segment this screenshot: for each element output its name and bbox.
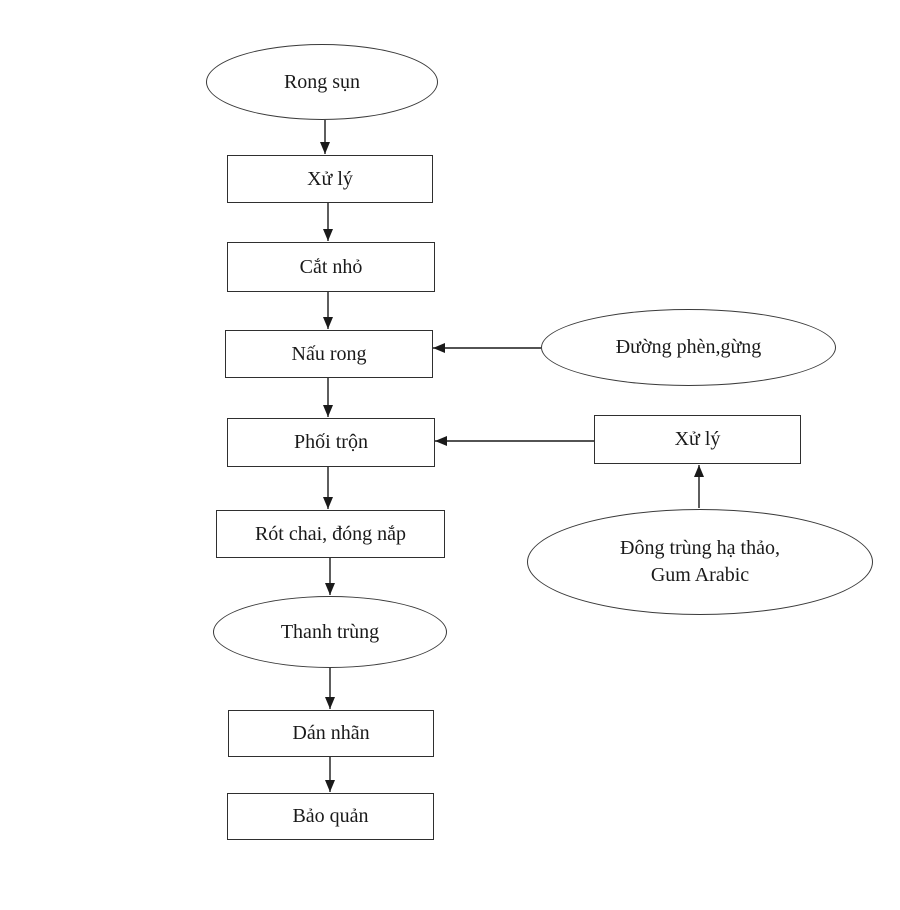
node-rot-chai-dong-nap: Rót chai, đóng nắp <box>216 510 445 558</box>
node-dong-trung-gum-arabic: Đông trùng hạ thảo, Gum Arabic <box>527 509 873 615</box>
node-cat-nho: Cắt nhỏ <box>227 242 435 292</box>
node-xu-ly-1: Xử lý <box>227 155 433 203</box>
node-rong-sun: Rong sụn <box>206 44 438 120</box>
node-dan-nhan: Dán nhãn <box>228 710 434 757</box>
node-nau-rong: Nấu rong <box>225 330 433 378</box>
node-xu-ly-2: Xử lý <box>594 415 801 464</box>
node-bao-quan: Bảo quản <box>227 793 434 840</box>
node-duong-phen-gung: Đường phèn,gừng <box>541 309 836 386</box>
node-thanh-trung: Thanh trùng <box>213 596 447 668</box>
node-phoi-tron: Phối trộn <box>227 418 435 467</box>
